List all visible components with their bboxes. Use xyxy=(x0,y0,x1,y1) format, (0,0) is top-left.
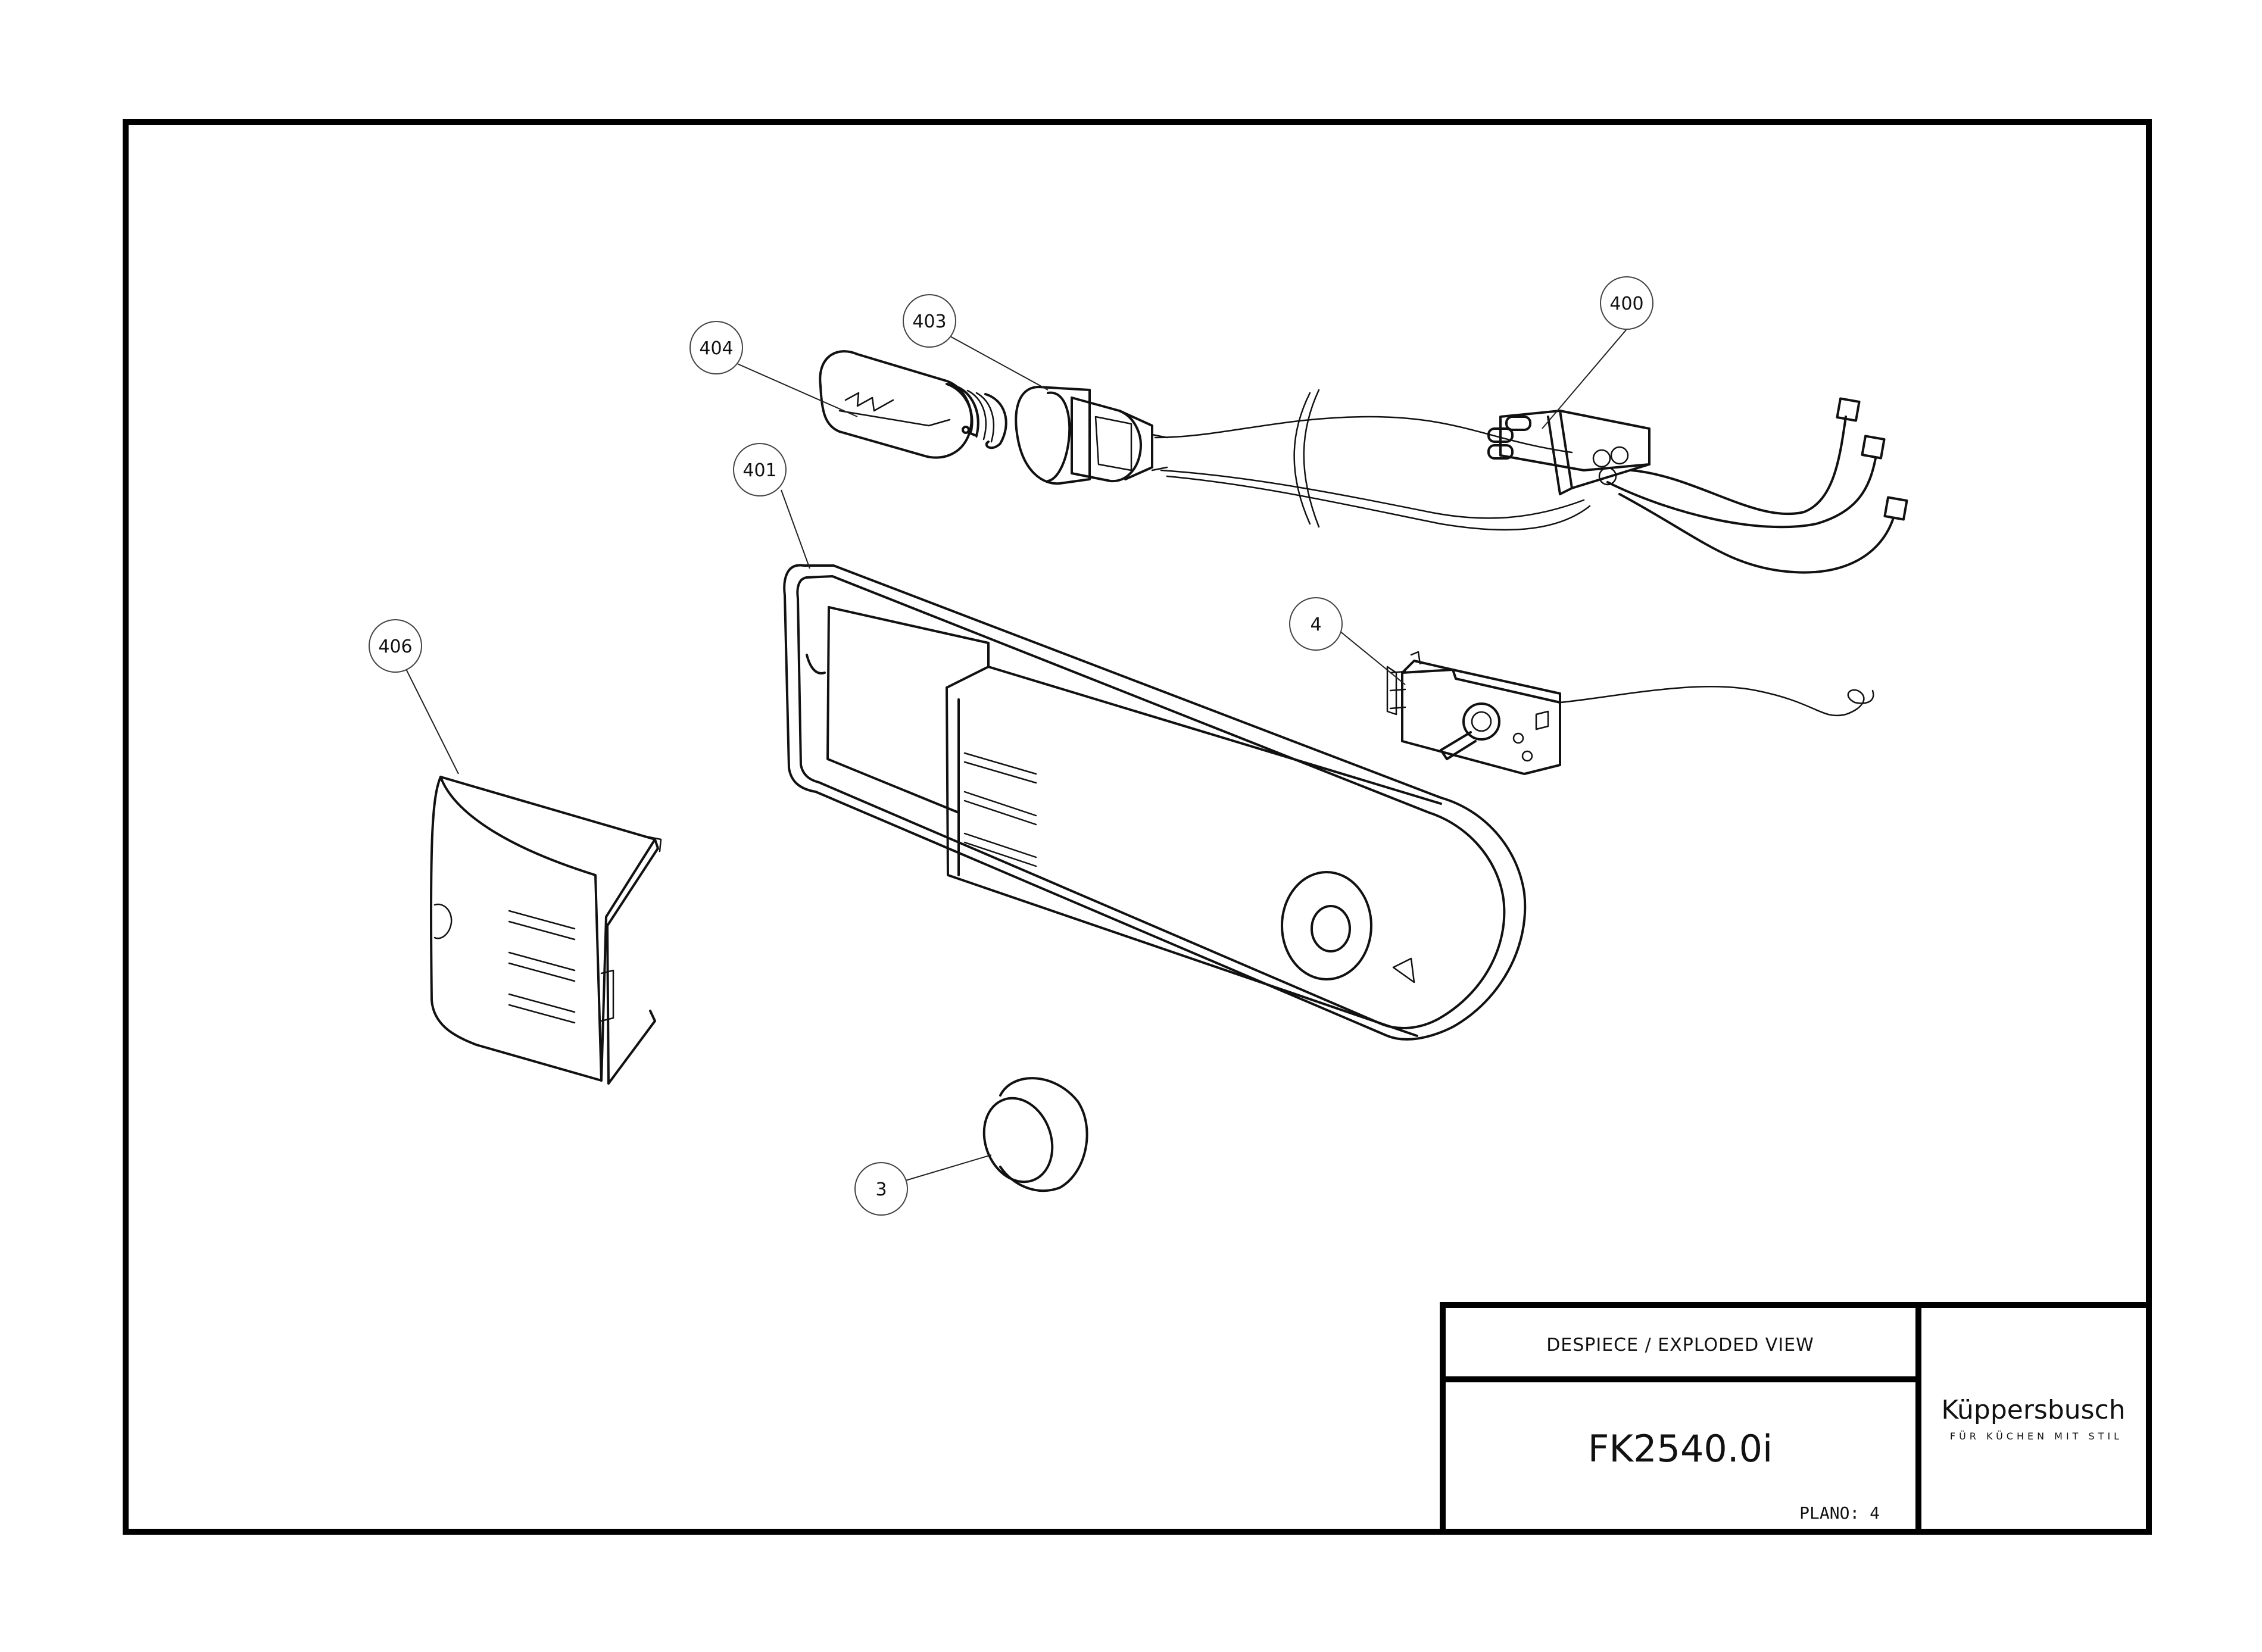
part-406-cover xyxy=(429,776,662,1085)
wire-harness xyxy=(1154,389,1591,531)
drawing-frame xyxy=(123,119,2152,1535)
part-4-switch xyxy=(1386,651,1874,775)
callout-label-3: 3 xyxy=(875,1179,887,1200)
brand-tagline: FÜR KÜCHEN MIT STIL xyxy=(1950,1431,2123,1442)
callout-403: 403 xyxy=(903,294,956,348)
callout-404: 404 xyxy=(689,321,743,374)
callout-bubble-401 xyxy=(733,443,787,496)
callout-label-404: 404 xyxy=(699,338,733,359)
part-3-knob xyxy=(982,1077,1088,1192)
model-number: FK2540.0i xyxy=(1588,1427,1773,1470)
part-404-bulb xyxy=(819,350,1007,459)
callout-label-400: 400 xyxy=(1609,293,1643,314)
title-block: DESPIECE / EXPLODED VIEW FK2540.0i PLANO… xyxy=(1440,1302,2152,1535)
callout-bubble-404 xyxy=(689,321,743,374)
part-400-connector xyxy=(1487,397,1908,574)
callout-bubble-3 xyxy=(854,1162,908,1216)
callout-401: 401 xyxy=(733,443,787,496)
part-401-housing xyxy=(783,564,1527,1041)
title-block-heading: DESPIECE / EXPLODED VIEW xyxy=(1546,1335,1814,1356)
sheet-number: PLANO: 4 xyxy=(1799,1503,1880,1523)
callout-label-403: 403 xyxy=(912,311,946,332)
leader-lines xyxy=(404,329,1627,1182)
title-block-frame xyxy=(1440,1302,2152,1535)
callout-bubble-4 xyxy=(1289,597,1343,651)
callout-label-401: 401 xyxy=(742,460,776,481)
callout-4: 4 xyxy=(1289,597,1343,651)
callout-400: 400 xyxy=(1600,276,1653,330)
callout-bubble-406 xyxy=(369,619,422,673)
callout-label-406: 406 xyxy=(378,636,412,657)
brand-name: Küppersbusch xyxy=(1941,1395,2125,1425)
callout-label-4: 4 xyxy=(1310,614,1321,635)
callout-406: 406 xyxy=(369,619,422,673)
callout-bubble-403 xyxy=(903,294,956,348)
callout-bubble-400 xyxy=(1600,276,1653,330)
part-403-socket xyxy=(1015,386,1168,485)
callout-3: 3 xyxy=(854,1162,908,1216)
